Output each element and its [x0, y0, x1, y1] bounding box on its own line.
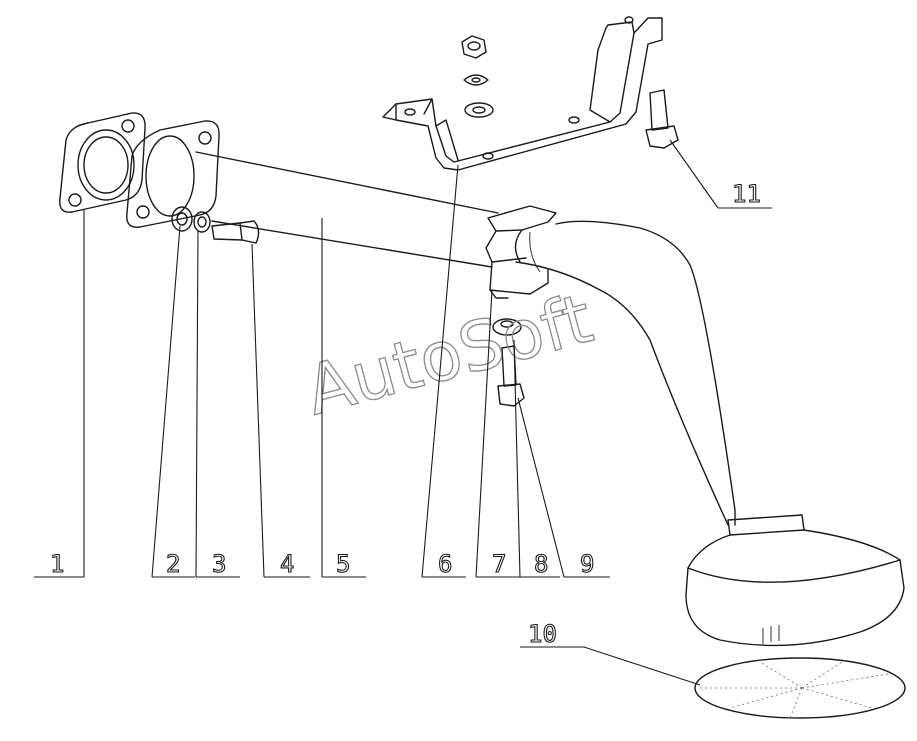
mounting-bracket	[382, 16, 663, 171]
lower-fastener-stack	[492, 318, 525, 407]
top-fastener-stack	[461, 35, 494, 118]
part-label-2: 2	[166, 550, 180, 578]
part-label-7: 7	[492, 550, 506, 578]
tube-clamp	[485, 205, 557, 299]
bolt-part-11	[645, 89, 679, 149]
part-label-8: 8	[534, 550, 548, 578]
part-label-6: 6	[438, 550, 452, 578]
part-label-4: 4	[280, 550, 294, 578]
flange-fasteners	[171, 206, 260, 244]
part-label-3: 3	[212, 550, 226, 578]
screen-disc	[694, 657, 906, 719]
gasket-part-1	[59, 112, 146, 213]
tube-flange	[126, 120, 220, 228]
watermark-text: AutoSoft	[298, 280, 601, 432]
strainer-housing	[685, 514, 905, 647]
part-label-5: 5	[336, 550, 350, 578]
part-label-11: 11	[732, 180, 761, 208]
callout-leaders	[34, 139, 772, 686]
part-label-1: 1	[50, 550, 64, 578]
part-label-9: 9	[580, 550, 594, 578]
part-label-10: 10	[528, 620, 557, 648]
